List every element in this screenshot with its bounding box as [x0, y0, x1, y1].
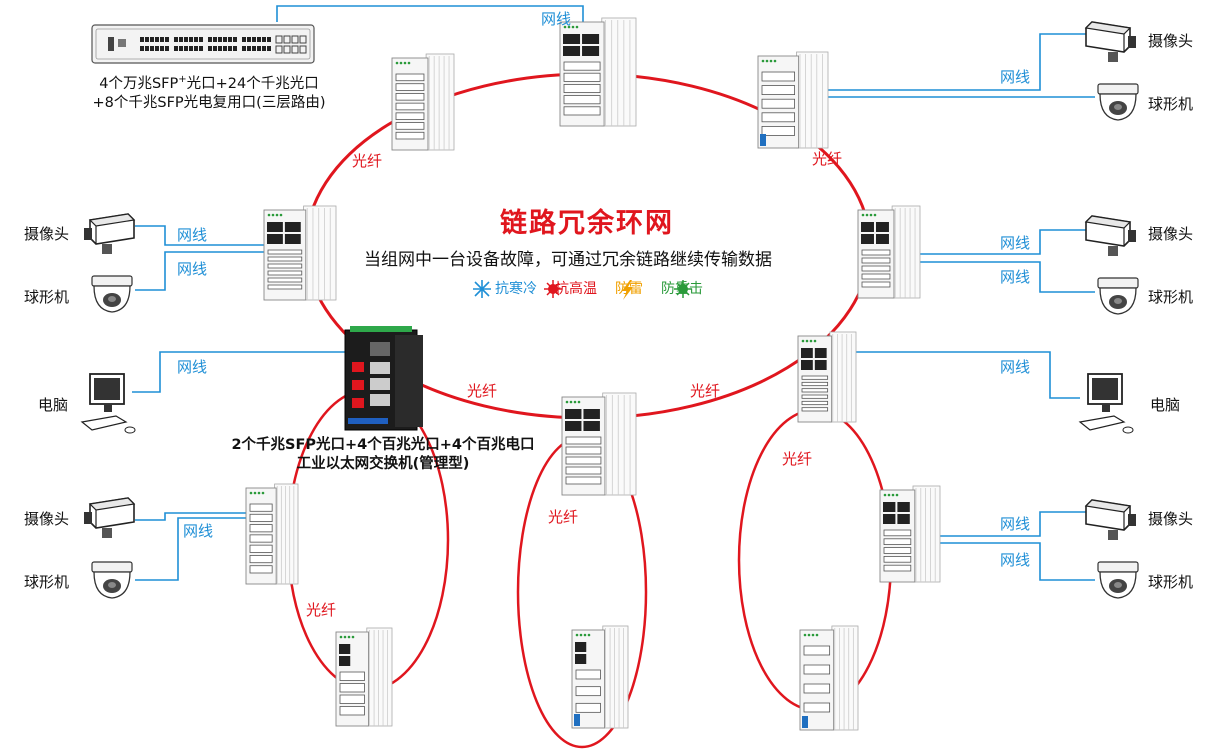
dome-label: 球形机 — [24, 573, 70, 591]
dome-label: 球形机 — [1148, 95, 1194, 113]
industrial-switch-icon — [559, 17, 637, 127]
cable-label: 网线 — [1000, 515, 1031, 533]
cable-r-cam — [885, 229, 1090, 255]
cable-pc-right — [825, 351, 1080, 399]
feature-cold: 抗寒冷 — [495, 281, 537, 297]
computer-icon — [80, 373, 136, 434]
cable-label: 网线 — [1000, 234, 1031, 252]
sun-icon — [544, 280, 562, 298]
industrial-switch-icon — [797, 331, 857, 423]
feature-heat: 抗高温 — [555, 281, 597, 297]
core-switch-icon — [91, 24, 315, 64]
cable-label: 网线 — [177, 260, 208, 278]
cable-bl-cam — [135, 512, 250, 521]
cable-lines — [132, 5, 1095, 581]
feature-impact: 防重击 — [661, 281, 703, 297]
dome-label: 球形机 — [1148, 573, 1194, 591]
cable-l-dome — [135, 251, 274, 291]
cable-core-top — [276, 5, 584, 38]
cable-tr-cam — [790, 33, 1090, 91]
computer-icon — [1078, 373, 1134, 434]
cable-label: 网线 — [177, 226, 208, 244]
cable-label: 网线 — [1000, 551, 1031, 569]
industrial-switch-icon — [391, 53, 455, 151]
dome-camera-icon — [1097, 83, 1139, 121]
managed-switch-caption: 2个千兆SFP光口+4个百兆光口+4个百兆电口 工业以太网交换机(管理型) — [208, 436, 558, 474]
managed-switch-icon — [344, 326, 423, 431]
managed-switch-line1: 2个千兆SFP光口+4个百兆光口+4个百兆电口 — [231, 437, 535, 453]
industrial-switch-icon — [335, 627, 393, 727]
cable-bl-dome — [135, 517, 250, 581]
core-switch-line1: 4个万兆SFP+光口+24个千兆光口 — [99, 74, 319, 92]
camera-label: 摄像头 — [24, 510, 70, 528]
cable-label: 网线 — [1000, 358, 1031, 376]
cable-label: 网线 — [1000, 68, 1031, 86]
industrial-switch-icon — [571, 625, 629, 729]
feature-badges: 抗寒冷 抗高温 防雷 防重击 — [495, 282, 703, 296]
camera-label: 摄像头 — [24, 225, 70, 243]
cable-r-dome — [885, 261, 1095, 293]
industrial-switch-icon — [857, 205, 921, 299]
lightning-icon — [622, 280, 633, 300]
cable-pc-left — [132, 351, 350, 393]
fiber-label: 光纤 — [352, 152, 383, 170]
impact-icon — [674, 280, 692, 298]
fiber-label: 光纤 — [467, 382, 498, 400]
fiber-label: 光纤 — [690, 382, 721, 400]
core-switch-caption: 4个万兆SFP+光口+24个千兆光口 +8个千兆SFP光电复用口(三层路由) — [78, 70, 340, 113]
dome-label: 球形机 — [1148, 288, 1194, 306]
cable-label: 网线 — [177, 358, 208, 376]
feature-lightning: 防雷 — [615, 281, 643, 297]
core-switch-line2: +8个千兆SFP光电复用口(三层路由) — [92, 94, 326, 111]
camera-icon — [1084, 499, 1136, 540]
diagram-title: 链路冗余环网 — [500, 208, 674, 239]
camera-icon — [1084, 21, 1136, 62]
cable-br-cam — [908, 511, 1090, 537]
fiber-label: 光纤 — [812, 150, 843, 168]
cable-label: 网线 — [1000, 268, 1031, 286]
cable-label: 网线 — [183, 522, 214, 540]
cable-l-cam — [135, 225, 274, 246]
camera-icon — [1084, 215, 1136, 256]
pc-label: 电脑 — [1150, 396, 1181, 414]
managed-switch-line2: 工业以太网交换机(管理型) — [296, 456, 470, 472]
dome-camera-icon — [91, 561, 133, 599]
dome-camera-icon — [1097, 561, 1139, 599]
industrial-switch-icon — [263, 205, 337, 301]
dome-camera-icon — [1097, 277, 1139, 315]
industrial-switch-icon — [879, 485, 941, 583]
snowflake-icon — [473, 280, 491, 298]
camera-icon — [84, 213, 136, 254]
dome-camera-icon — [91, 275, 133, 313]
camera-icon — [84, 497, 136, 538]
fiber-label: 光纤 — [782, 450, 813, 468]
cable-br-dome — [908, 542, 1095, 581]
industrial-switch-icon — [799, 625, 859, 731]
industrial-switch-icon — [561, 392, 637, 496]
industrial-switch-icon — [245, 483, 299, 585]
diagram-subtitle: 当组网中一台设备故障，可通过冗余链路继续传输数据 — [364, 250, 772, 270]
pc-label: 电脑 — [38, 396, 69, 414]
cable-label: 网线 — [541, 10, 572, 28]
fiber-label: 光纤 — [548, 508, 579, 526]
fiber-label: 光纤 — [306, 601, 337, 619]
camera-label: 摄像头 — [1148, 510, 1194, 528]
industrial-switch-icon — [757, 51, 829, 149]
camera-label: 摄像头 — [1148, 32, 1194, 50]
dome-label: 球形机 — [24, 288, 70, 306]
camera-label: 摄像头 — [1148, 225, 1194, 243]
